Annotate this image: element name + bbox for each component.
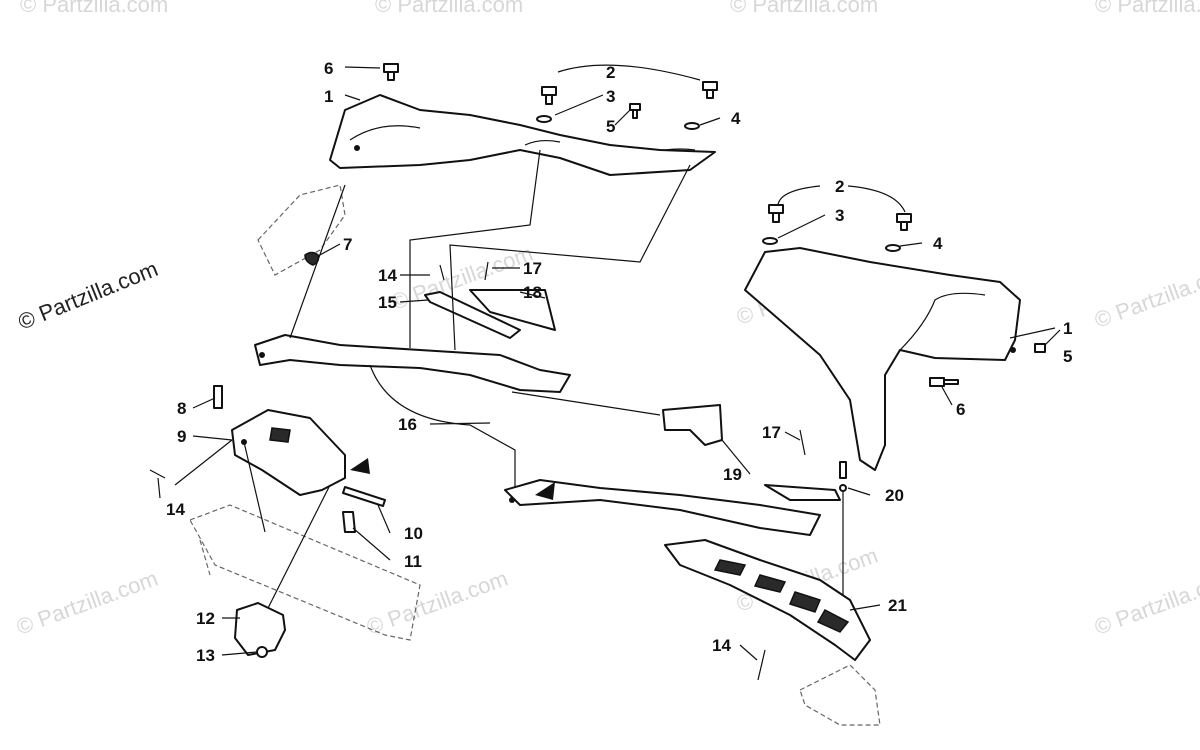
watermark-bottom-far-right: © Partzilla.com bbox=[1091, 566, 1200, 640]
watermark-top-left: © Partzilla.com bbox=[20, 0, 168, 17]
cover-hole bbox=[354, 145, 360, 151]
watermark-bottom-left: © Partzilla.com bbox=[13, 566, 161, 640]
callout-15: 15 bbox=[378, 293, 397, 312]
callout-12: 12 bbox=[196, 609, 215, 628]
callout-17-upper: 17 bbox=[523, 259, 542, 278]
callout-7: 7 bbox=[343, 235, 352, 254]
left-upper-cover bbox=[329, 94, 716, 176]
screw-6-right bbox=[929, 377, 959, 387]
bolt-10 bbox=[342, 486, 386, 507]
washer-4-right bbox=[885, 244, 901, 252]
bracket-18 bbox=[469, 289, 556, 331]
callout-16: 16 bbox=[398, 415, 417, 434]
callout-4-left: 4 bbox=[731, 109, 741, 128]
screw-5-right bbox=[1034, 343, 1046, 353]
pin-14-lower bbox=[757, 649, 766, 681]
callout-9: 9 bbox=[177, 427, 186, 446]
callout-1-right: 1 bbox=[1063, 319, 1072, 338]
callout-21: 21 bbox=[888, 596, 907, 615]
screw-2-right-cover-b bbox=[896, 213, 912, 231]
bracket-19-lower bbox=[764, 484, 841, 501]
screw-2-right-cover-a bbox=[768, 204, 784, 223]
callout-10: 10 bbox=[404, 524, 423, 543]
callout-5-left: 5 bbox=[606, 117, 615, 136]
watermark-top-right: © Partzilla.com bbox=[730, 0, 878, 17]
lower-rail-assembly bbox=[504, 404, 847, 600]
callout-11: 11 bbox=[404, 552, 422, 571]
washer-13 bbox=[256, 646, 268, 658]
callout-13: 13 bbox=[196, 646, 215, 665]
watermark-top-center: © Partzilla.com bbox=[375, 0, 523, 17]
screw-8 bbox=[213, 385, 223, 409]
screw-20 bbox=[839, 461, 847, 479]
screw-5-left bbox=[629, 103, 641, 119]
screw-6-top-left bbox=[383, 63, 399, 81]
callout-18: 18 bbox=[523, 283, 542, 302]
callout-14-lower: 14 bbox=[712, 636, 731, 655]
pin-14-upper bbox=[439, 264, 445, 281]
screw-2-left bbox=[541, 86, 557, 105]
watermark-right-edge: © Partzilla.com bbox=[1091, 259, 1200, 333]
left-top-hardware bbox=[304, 63, 718, 266]
callout-6-top: 6 bbox=[324, 59, 333, 78]
washer-3-right bbox=[762, 237, 778, 245]
callout-17-lower: 17 bbox=[762, 423, 781, 442]
callout-8: 8 bbox=[177, 399, 186, 418]
washer-20 bbox=[839, 484, 847, 492]
bracket-19 bbox=[662, 404, 723, 446]
callout-4-right: 4 bbox=[933, 234, 943, 253]
callout-numbers: 6 1 2 3 5 4 7 14 15 17 18 2 3 4 1 5 6 8 … bbox=[166, 59, 1072, 665]
callout-3-right: 3 bbox=[835, 206, 844, 225]
callout-6-right: 6 bbox=[956, 400, 965, 419]
watermark-main: © Partzilla.com bbox=[15, 256, 162, 335]
callout-2-right: 2 bbox=[835, 177, 844, 196]
pin-17-lower bbox=[799, 429, 806, 456]
bracket-15 bbox=[424, 291, 521, 339]
frame-ghost-outlines bbox=[189, 184, 881, 726]
assembly-leader-lines bbox=[289, 149, 691, 495]
callout-3-left: 3 bbox=[606, 87, 615, 106]
upper-rail bbox=[254, 261, 571, 393]
arrow-marker-upper bbox=[350, 458, 370, 474]
right-cover bbox=[744, 204, 1046, 471]
washer-3-left bbox=[536, 115, 552, 123]
clip-11 bbox=[342, 511, 356, 533]
washer-4-left bbox=[684, 122, 700, 130]
watermark-bottom-center: © Partzilla.com bbox=[363, 566, 511, 640]
callout-14-left: 14 bbox=[166, 500, 185, 519]
callout-5-right: 5 bbox=[1063, 347, 1072, 366]
callout-1-left: 1 bbox=[324, 87, 333, 106]
pin-14-left bbox=[149, 469, 166, 479]
pin-17-upper bbox=[484, 261, 489, 281]
callout-14-upper: 14 bbox=[378, 266, 397, 285]
plate-12 bbox=[234, 602, 286, 656]
callout-leader-lines bbox=[157, 64, 1061, 661]
callout-2-left: 2 bbox=[606, 63, 615, 82]
arrow-marker-lower bbox=[535, 482, 555, 500]
watermark-top-far-right: © Partzilla.com bbox=[1095, 0, 1200, 17]
left-bracket-assembly bbox=[149, 385, 386, 658]
callout-19: 19 bbox=[723, 465, 742, 484]
running-board bbox=[664, 539, 871, 681]
screw-2-right bbox=[702, 81, 718, 99]
callout-20: 20 bbox=[885, 486, 904, 505]
